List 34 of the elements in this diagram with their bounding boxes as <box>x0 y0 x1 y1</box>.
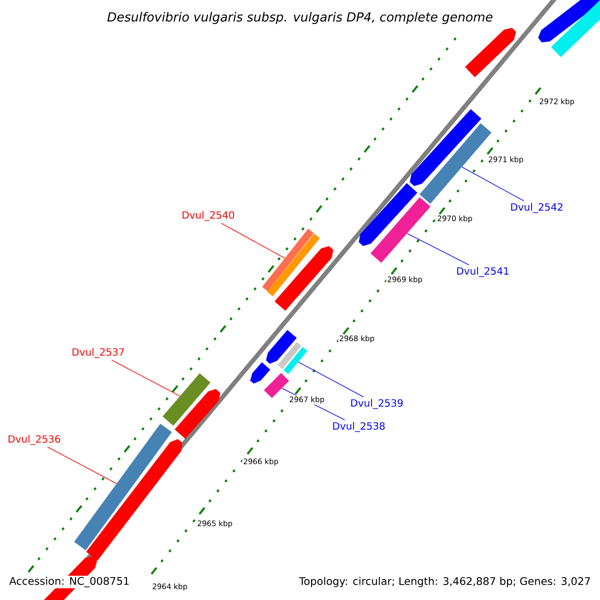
gene-label: Dvul_2541 <box>457 267 508 277</box>
gene-bar <box>174 388 220 439</box>
gene-bar <box>266 330 297 364</box>
gene-bar <box>74 424 172 550</box>
gene-bar <box>284 346 308 374</box>
gene-bar <box>358 183 418 246</box>
leader-line <box>47 446 117 484</box>
gene-label: Dvul_2542 <box>511 203 562 213</box>
leader-line <box>220 222 286 259</box>
gene-bar <box>86 439 182 560</box>
gene-bar <box>267 234 320 296</box>
gene-bar <box>538 0 600 42</box>
leader-line <box>298 362 364 398</box>
gene-label: Dvul_2537 <box>72 348 124 358</box>
genome-info-text: Topology: circular; Length: 3,462,887 bp; Genes: 3,027 <box>298 576 592 588</box>
leader-line <box>111 360 180 396</box>
gene-bar <box>264 372 290 398</box>
gene-label: Dvul_2540 <box>182 211 234 221</box>
gene-bar <box>465 28 516 78</box>
gene-label: Dvul_2538 <box>333 422 385 432</box>
gene-bar <box>250 362 270 384</box>
gene-label: Dvul_2539 <box>351 399 403 409</box>
leader-line <box>406 233 470 266</box>
gene-bar <box>274 246 334 311</box>
gene-bar <box>370 197 430 263</box>
gene-label: Dvul_2536 <box>8 435 60 445</box>
gene-bar <box>262 228 314 292</box>
gene-bar <box>278 342 302 370</box>
gene-bar <box>410 109 482 186</box>
gene-bar <box>162 373 210 426</box>
gene-bar <box>551 0 600 58</box>
map-title: Desulfovibrio vulgaris subsp. vulgaris DP4, complete genome <box>107 12 492 24</box>
accession-text: Accession: NC_008751 <box>8 576 131 588</box>
leader-line <box>462 166 524 202</box>
